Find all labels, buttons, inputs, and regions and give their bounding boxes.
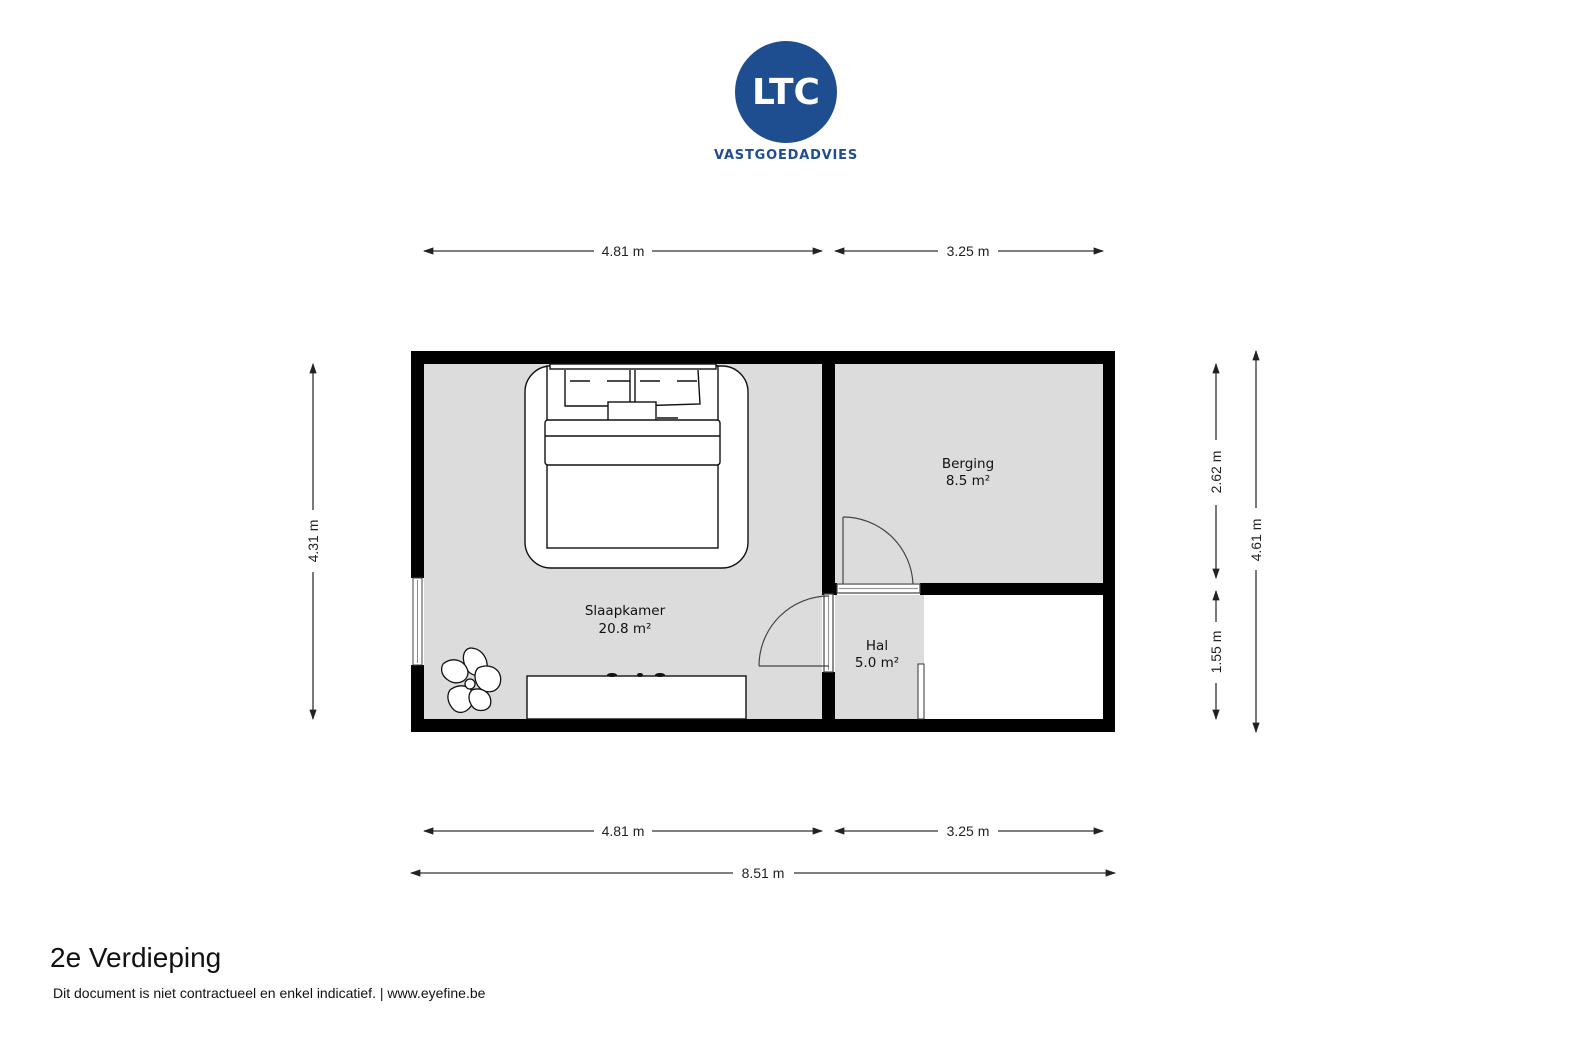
logo-initials: LTC <box>752 71 820 113</box>
dim-bottom-left: 4.81 m <box>602 823 645 839</box>
dimension-labels: 4.81 m 3.25 m 4.81 m 3.25 m 8.51 m 4.31 … <box>305 243 1264 881</box>
dim-bottom-right: 3.25 m <box>947 823 990 839</box>
door-berging <box>836 516 921 594</box>
room-area-hal: 5.0 m² <box>855 655 899 671</box>
room-name-hal: Hal <box>866 638 888 654</box>
berging-floor <box>835 364 1103 583</box>
walls <box>411 351 1115 732</box>
bed <box>524 363 749 569</box>
window-left <box>412 577 423 666</box>
floors <box>424 364 1103 719</box>
room-labels: Slaapkamer 20.8 m² Berging 8.5 m² Hal 5.… <box>585 456 994 671</box>
dresser <box>526 673 747 720</box>
dim-top-right: 3.25 m <box>947 243 990 259</box>
door-slaapkamer <box>758 593 834 673</box>
room-name-berging: Berging <box>942 456 994 472</box>
dim-right-upper: 2.62 m <box>1208 451 1224 494</box>
unfloored-area <box>924 595 1103 719</box>
dimension-lines <box>309 247 1260 877</box>
disclaimer-text: Dit document is niet contractueel en enk… <box>53 985 486 1001</box>
dim-top-left: 4.81 m <box>602 243 645 259</box>
floor-title: 2e Verdieping <box>50 942 222 973</box>
dim-left-height: 4.31 m <box>305 520 321 563</box>
logo-subtitle: VASTGOEDADVIES <box>713 148 859 163</box>
hal-partition <box>917 663 925 720</box>
dim-right-lower: 1.55 m <box>1208 631 1224 674</box>
plant-icon <box>441 647 502 713</box>
hal-floor <box>835 595 924 719</box>
dim-total-width: 8.51 m <box>742 865 785 881</box>
room-area-berging: 8.5 m² <box>946 473 990 489</box>
logo-badge: LTC <box>735 41 837 143</box>
room-area-slaapkamer: 20.8 m² <box>599 621 652 637</box>
room-name-slaapkamer: Slaapkamer <box>585 603 666 619</box>
dim-right-total: 4.61 m <box>1248 519 1264 562</box>
